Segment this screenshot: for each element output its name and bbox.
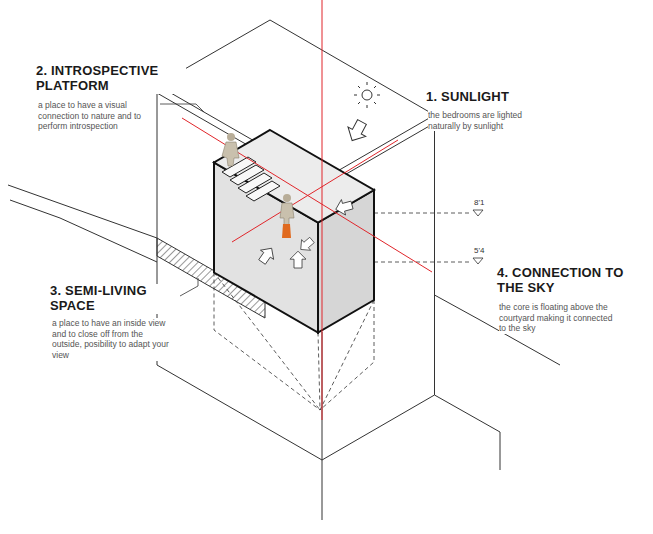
callout-heading: 3. SEMI-LIVING SPACE xyxy=(50,284,180,314)
callout-heading: 1. SUNLIGHT xyxy=(426,90,576,105)
wall-line xyxy=(434,123,435,395)
callout-heading: 2. INTROSPECTIVE PLATFORM xyxy=(36,64,186,94)
callout-note: a place to have an inside view and to cl… xyxy=(52,318,170,361)
callout-note: a place to have a visual connection to n… xyxy=(38,100,152,132)
level-marker xyxy=(473,210,483,216)
sight-line xyxy=(318,333,320,411)
stair-step xyxy=(246,181,280,201)
person-body xyxy=(222,142,239,166)
level-marker xyxy=(473,258,483,264)
core-top-face xyxy=(214,130,374,223)
callout-note: the core is floating above the courtyard… xyxy=(499,302,621,334)
dimension-label: 5'4 xyxy=(474,246,504,255)
person-head xyxy=(283,194,291,202)
terrain-line xyxy=(8,185,157,238)
light-arrow xyxy=(296,235,316,255)
ground-line xyxy=(322,460,323,520)
light-arrow xyxy=(343,117,371,145)
leader-line xyxy=(160,104,204,112)
ground-line xyxy=(435,395,501,470)
sun-rays xyxy=(354,82,380,108)
light-arrow xyxy=(290,251,306,268)
leader-line xyxy=(180,278,198,296)
dimension-line xyxy=(374,213,470,214)
axis-line xyxy=(232,140,398,242)
axis-line xyxy=(322,0,323,420)
callout-heading: 4. CONNECTION TO THE SKY xyxy=(497,266,649,296)
person-head xyxy=(227,133,235,141)
light-arrow xyxy=(334,197,354,217)
dimension-label: 8'1 xyxy=(474,198,504,207)
light-arrow xyxy=(255,244,278,267)
terrain-line xyxy=(10,200,157,262)
person-legs xyxy=(282,224,291,238)
callout-note: the bedrooms are lighted naturally by su… xyxy=(428,110,543,131)
sun-symbol xyxy=(362,90,372,100)
dimension-line xyxy=(374,262,470,263)
axis-line xyxy=(182,118,432,272)
